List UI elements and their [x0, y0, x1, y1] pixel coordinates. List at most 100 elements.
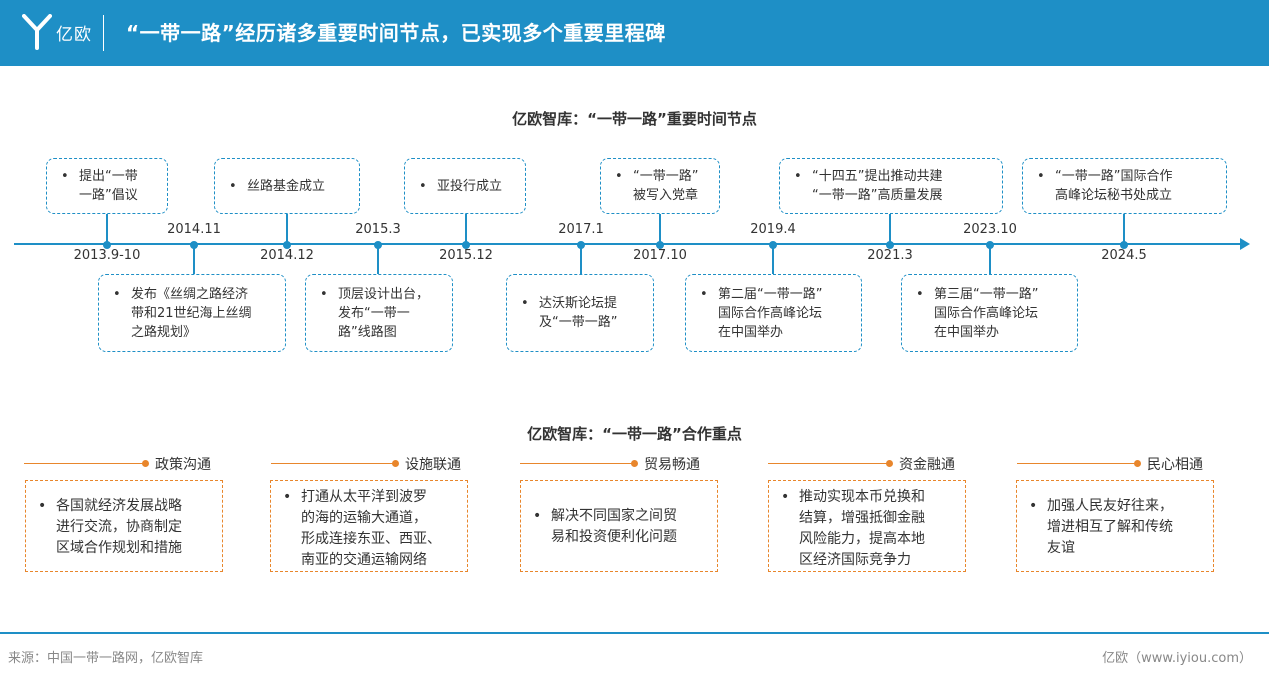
bullet-icon: • [781, 489, 790, 505]
milestone-box-lower: • 达沃斯论坛提及“一带一路” [506, 274, 654, 352]
timeline-dot [769, 241, 777, 249]
bullet-icon: • [615, 169, 623, 184]
timeline-connector [106, 214, 108, 244]
timeline-connector [465, 214, 467, 244]
timeline-dot [374, 241, 382, 249]
logo: 亿欧 [22, 14, 112, 52]
timeline-dot [1120, 241, 1128, 249]
milestone-box-upper: • “一带一路” 被写入党章 [600, 158, 720, 214]
timeline-connector [989, 244, 991, 274]
footer-divider [0, 632, 1269, 634]
timeline-date: 2015.12 [439, 248, 493, 263]
coop-header-line [768, 463, 889, 464]
timeline-date: 2013.9-10 [73, 248, 141, 263]
bullet-icon: • [700, 287, 708, 302]
coop-text: 进行交流，协商制定 [56, 519, 182, 535]
milestone-text: “一带一路”高质量发展 [812, 188, 943, 203]
coop-text: 结算，增强抵御金融 [799, 510, 925, 526]
milestone-box-upper: •亚投行成立 [404, 158, 526, 214]
source-note: 来源：中国一带一路网，亿欧智库 [8, 651, 204, 666]
logo-icon [22, 14, 52, 50]
coop-box: •推动实现本币兑换和结算，增强抵御金融风险能力，提高本地区经济国际竞争力 [768, 480, 966, 572]
coop-label: 资金融通 [899, 457, 955, 473]
timeline-date: 2023.10 [963, 222, 1017, 237]
coop-text: 的海的运输大通道， [301, 510, 427, 526]
milestone-box-lower: •发布《丝绸之路经济带和21世纪海上丝绸之路规划》 [98, 274, 286, 352]
coop-text: 南亚的交通运输网络 [301, 552, 427, 568]
bullet-icon: • [38, 498, 47, 514]
milestone-box-lower: •第三届“一带一路”国际合作高峰论坛在中国举办 [901, 274, 1078, 352]
header-bar: 亿欧 “一带一路”经历诸多重要时间节点，已实现多个重要里程碑 [0, 0, 1269, 66]
timeline-connector [580, 244, 582, 274]
bullet-icon: • [229, 179, 237, 194]
timeline-connector [193, 244, 195, 274]
coop-header-dot [886, 460, 893, 467]
bullet-icon: • [916, 287, 924, 302]
coop-label: 设施联通 [405, 457, 461, 473]
milestone-text: 及“一带一路” [539, 315, 618, 330]
milestone-box-lower: •第二届“一带一路”国际合作高峰论坛在中国举办 [685, 274, 862, 352]
bullet-icon: • [419, 179, 427, 194]
coop-text: 区域合作规划和措施 [56, 540, 182, 556]
milestone-text: 带和21世纪海上丝绸 [131, 306, 252, 321]
bullet-icon: • [794, 169, 802, 184]
bullet-icon: • [61, 169, 69, 184]
timeline-date: 2024.5 [1101, 248, 1147, 263]
timeline-dot [656, 241, 664, 249]
bullet-icon: • [533, 508, 542, 524]
bullet-icon: • [521, 296, 529, 311]
timeline-axis [14, 243, 1242, 245]
milestone-text: 达沃斯论坛提 [539, 296, 618, 311]
timeline-dot [283, 241, 291, 249]
coop-header-dot [392, 460, 399, 467]
timeline-title: 亿欧智库：“一带一路”重要时间节点 [512, 110, 757, 128]
timeline-connector [377, 244, 379, 274]
milestone-box-lower: •顶层设计出台，发布“一带一路”线路图 [305, 274, 453, 352]
bullet-icon: • [283, 489, 292, 505]
coop-box: • 各国就经济发展战略进行交流，协商制定区域合作规划和措施 [25, 480, 223, 572]
coop-header-dot [1134, 460, 1141, 467]
milestone-text: 高峰论坛秘书处成立 [1055, 188, 1173, 203]
coop-text: 风险能力，提高本地 [799, 531, 925, 547]
coop-header-dot [631, 460, 638, 467]
timeline-dot [190, 241, 198, 249]
coop-text: 易和投资便利化问题 [551, 529, 677, 545]
milestone-text: 丝路基金成立 [247, 179, 326, 194]
timeline-connector [659, 214, 661, 244]
header-divider [103, 15, 104, 51]
bullet-icon: • [1037, 169, 1045, 184]
coop-text: 解决不同国家之间贸 [551, 508, 677, 524]
coop-header-dot [142, 460, 149, 467]
timeline-date: 2014.11 [167, 222, 221, 237]
timeline-connector [889, 214, 891, 244]
timeline-dot [986, 241, 994, 249]
milestone-text: “一带一路” [633, 169, 699, 184]
coop-header-line [520, 463, 634, 464]
coop-header-line [271, 463, 395, 464]
milestone-text: 路”线路图 [338, 325, 397, 340]
milestone-box-upper: • “十四五”提出推动共建 “一带一路”高质量发展 [779, 158, 1003, 214]
timeline-date: 2015.3 [355, 222, 401, 237]
coop-box: •打通从太平洋到波罗的海的运输大通道，形成连接东亚、西亚、南亚的交通运输网络 [270, 480, 468, 572]
milestone-box-upper: • 丝路基金成立 [214, 158, 360, 214]
coop-text: 增进相互了解和传统 [1047, 519, 1173, 535]
timeline-connector [286, 214, 288, 244]
timeline-dot [103, 241, 111, 249]
milestone-text: 第二届“一带一路” [718, 287, 823, 302]
cooperation-title: 亿欧智库：“一带一路”合作重点 [527, 425, 742, 443]
coop-text: 推动实现本币兑换和 [799, 489, 925, 505]
timeline-dot [462, 241, 470, 249]
coop-header-line [1017, 463, 1137, 464]
timeline-connector [772, 244, 774, 274]
milestone-text: 被写入党章 [633, 188, 699, 203]
coop-text: 友谊 [1047, 540, 1075, 556]
milestone-text: “十四五”提出推动共建 [812, 169, 943, 184]
milestone-text: 顶层设计出台， [338, 287, 430, 302]
milestone-text: “一带一路”国际合作 [1055, 169, 1173, 184]
bullet-icon: • [1029, 498, 1038, 514]
coop-text: 各国就经济发展战略 [56, 498, 182, 514]
milestone-text: 之路规划》 [131, 325, 197, 340]
coop-label: 政策沟通 [155, 457, 211, 473]
timeline-connector [1123, 214, 1125, 244]
bullet-icon: • [320, 287, 328, 302]
